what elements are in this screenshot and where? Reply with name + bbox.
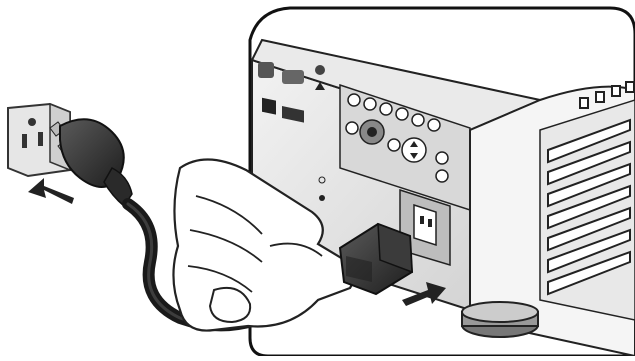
dpad-button-right bbox=[402, 138, 426, 162]
arrow-into-outlet bbox=[28, 178, 74, 204]
dpad-button-left bbox=[360, 120, 384, 144]
projector-foot bbox=[462, 302, 538, 337]
